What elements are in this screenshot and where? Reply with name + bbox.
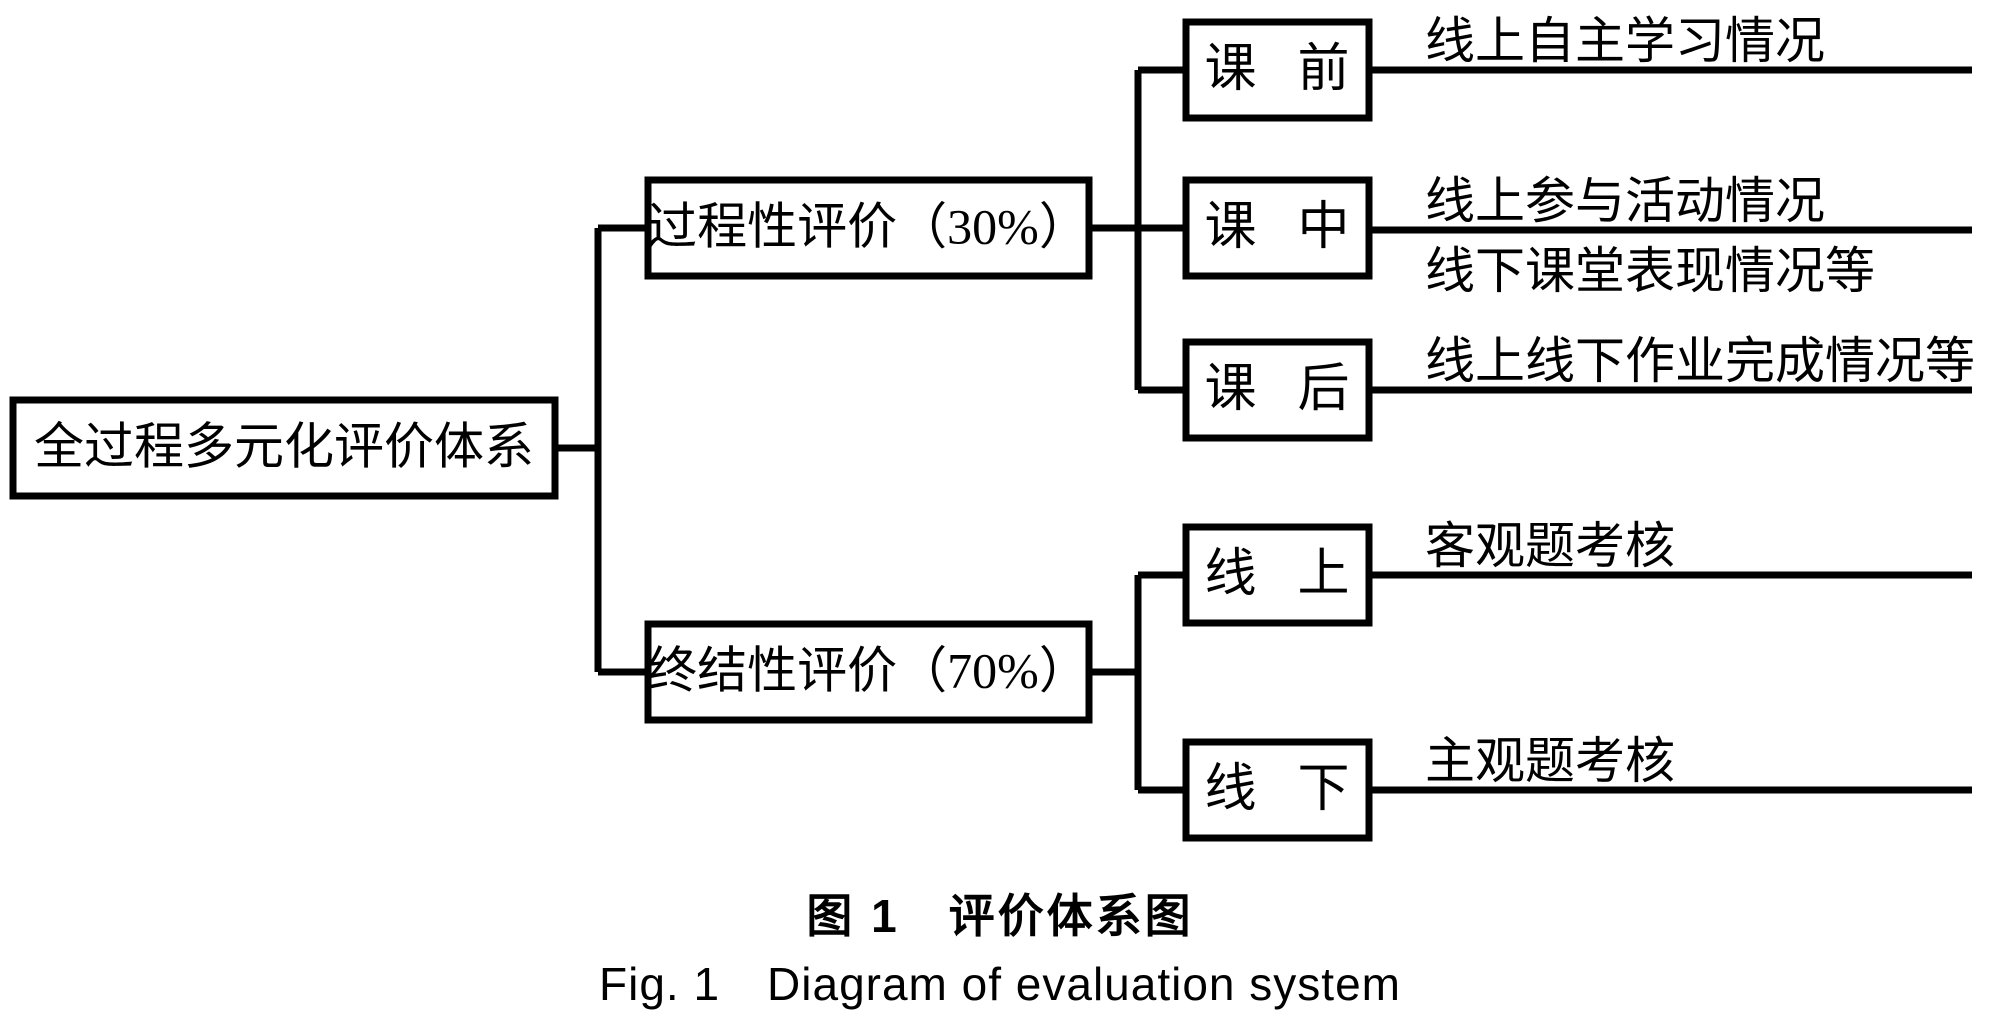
description-during-class-2: 线下课堂表现情况等 xyxy=(1425,243,1875,299)
node-root-label: 全过程多元化评价体系 xyxy=(34,418,534,474)
node-process-evaluation-label: 过程性评价（30%） xyxy=(647,198,1089,254)
node-root[interactable]: 全过程多元化评价体系 xyxy=(9,396,559,500)
node-online-exam-box[interactable] xyxy=(1182,523,1373,627)
node-offline-exam-label: 线 下 xyxy=(1204,761,1363,818)
node-post-class-label: 课 后 xyxy=(1204,361,1363,418)
connector-root-to-branches xyxy=(555,224,648,676)
description-post-class-1: 线上线下作业完成情况等 xyxy=(1425,333,1975,389)
connector-process-to-children xyxy=(1089,66,1186,394)
node-summative-evaluation-label: 终结性评价（70%） xyxy=(647,642,1089,698)
node-during-class-label: 课 中 xyxy=(1204,199,1363,256)
node-pre-class-label: 课 前 xyxy=(1204,41,1363,98)
node-post-class[interactable]: 课 后 xyxy=(1182,338,1373,442)
figure-caption-english: Fig. 1 Diagram of evaluation system xyxy=(599,958,1401,1010)
node-during-class-box[interactable] xyxy=(1182,176,1373,280)
node-pre-class-box[interactable] xyxy=(1182,18,1373,122)
description-offline-exam-1: 主观题考核 xyxy=(1425,733,1675,789)
node-pre-class[interactable]: 课 前 xyxy=(1182,18,1373,122)
description-pre-class-1: 线上自主学习情况 xyxy=(1425,13,1825,69)
node-root-box[interactable] xyxy=(9,396,559,500)
node-online-exam-label: 线 上 xyxy=(1204,546,1363,603)
leaf-rule-lines xyxy=(1369,66,1972,794)
node-offline-exam[interactable]: 线 下 xyxy=(1182,738,1373,842)
description-online-exam-1: 客观题考核 xyxy=(1425,518,1675,574)
node-summative-evaluation-box[interactable] xyxy=(644,620,1093,724)
node-offline-exam-box[interactable] xyxy=(1182,738,1373,842)
node-process-evaluation-box[interactable] xyxy=(644,176,1093,280)
node-post-class-box[interactable] xyxy=(1182,338,1373,442)
node-during-class[interactable]: 课 中 xyxy=(1182,176,1373,280)
leaf-descriptions: 线上自主学习情况 线上参与活动情况 线下课堂表现情况等 线上线下作业完成情况等 … xyxy=(1425,13,1975,789)
description-during-class-1: 线上参与活动情况 xyxy=(1425,173,1825,229)
connector-summative-to-children xyxy=(1089,571,1186,794)
node-process-evaluation[interactable]: 过程性评价（30%） xyxy=(644,176,1093,280)
node-online-exam[interactable]: 线 上 xyxy=(1182,523,1373,627)
node-summative-evaluation[interactable]: 终结性评价（70%） xyxy=(644,620,1093,724)
figure-caption-chinese: 图 1 评价体系图 xyxy=(806,890,1194,942)
